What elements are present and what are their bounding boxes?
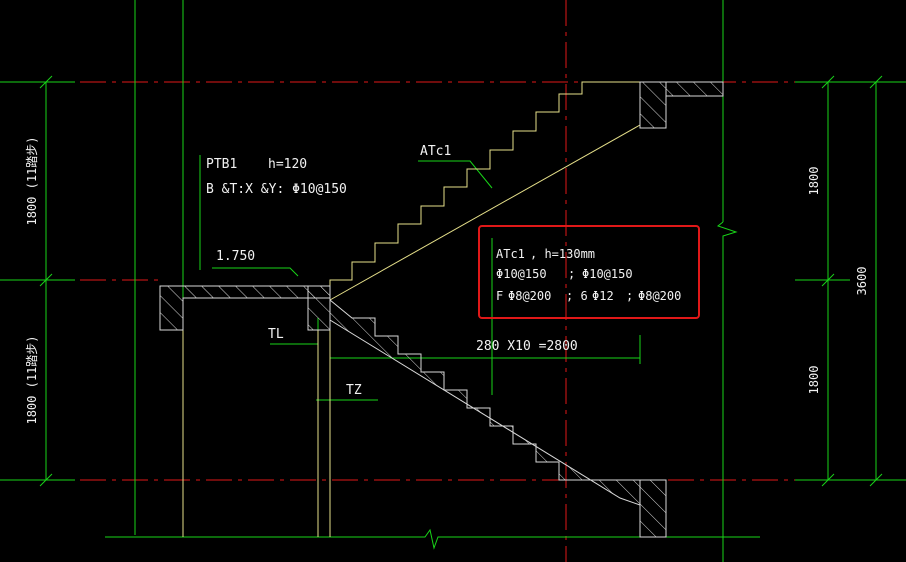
note-separator-3: ; <box>626 289 633 303</box>
landing-slab-ptb1 <box>159 285 331 331</box>
label-elevation: 1.750 <box>216 249 255 264</box>
note-dist-label: F <box>496 289 503 303</box>
left-dim-tick-bottom <box>39 473 53 487</box>
top-landing-slab <box>665 81 724 97</box>
landing-beam-tl <box>307 285 331 331</box>
annotations: PTB1 h=120 B &T:X &Y: Φ10@150 1.750 ATc1… <box>25 136 869 424</box>
concrete-sections <box>159 81 724 538</box>
right-dim-tick-top <box>821 75 835 89</box>
structure-outlines <box>182 81 641 537</box>
note-dist-rebar-3: Φ8@200 <box>638 289 681 303</box>
note-main-rebar-1: Φ10@150 <box>496 267 547 281</box>
note-separator-1: ; <box>568 267 575 281</box>
flight-upper-soffit <box>329 124 641 301</box>
right-dim-tick-outer-bottom <box>869 473 883 487</box>
label-left-dim-lower: 1800 (11踏步) <box>25 335 39 424</box>
flight-note-text: ATc1 , h=130mm Φ10@150 ; Φ10@150 F Φ8@20… <box>496 247 681 303</box>
label-right-dim-upper: 1800 <box>807 167 821 196</box>
label-ptb1-reinforcement: B &T:X &Y: Φ10@150 <box>206 182 347 197</box>
break-symbol-right <box>716 221 738 562</box>
label-right-dim-lower: 1800 <box>807 366 821 395</box>
right-dim-tick-mid <box>821 273 835 287</box>
note-flight-thickness: , h=130mm <box>530 247 595 261</box>
note-flight-name: ATc1 <box>496 247 525 261</box>
left-dim-tick-top <box>39 75 53 89</box>
label-flight-upper: ATc1 <box>420 144 451 159</box>
note-separator-2: ; 6 <box>566 289 588 303</box>
label-ptb1: PTB1 <box>206 157 237 172</box>
label-ptb1-thickness: h=120 <box>268 157 307 172</box>
bottom-beam <box>639 479 667 538</box>
top-landing-beam <box>639 81 667 129</box>
leader-atc1-upper <box>418 160 493 189</box>
left-dim-tick-mid <box>39 273 53 287</box>
flight-lower-slab <box>329 298 641 506</box>
label-right-dim-total: 3600 <box>855 267 869 296</box>
note-main-rebar-2: Φ10@150 <box>582 267 633 281</box>
flight-note-box[interactable]: ATc1 , h=130mm Φ10@150 ; Φ10@150 F Φ8@20… <box>478 225 700 319</box>
label-column: TZ <box>346 383 362 398</box>
label-tread-dimension: 280 X10 =2800 <box>476 339 578 354</box>
axis-lines <box>80 0 906 562</box>
note-dist-rebar-1: Φ8@200 <box>508 289 551 303</box>
note-dist-rebar-2: Φ12 <box>592 289 614 303</box>
right-dim-tick-outer-top <box>869 75 883 89</box>
bottom-ground-line <box>105 528 760 550</box>
leader-elevation <box>212 267 299 277</box>
right-dim-tick-bottom <box>821 473 835 487</box>
label-landing-beam: TL <box>268 327 284 342</box>
highlight-frame <box>478 225 700 319</box>
label-left-dim-upper: 1800 (11踏步) <box>25 136 39 225</box>
flight-upper-steps <box>329 81 640 300</box>
